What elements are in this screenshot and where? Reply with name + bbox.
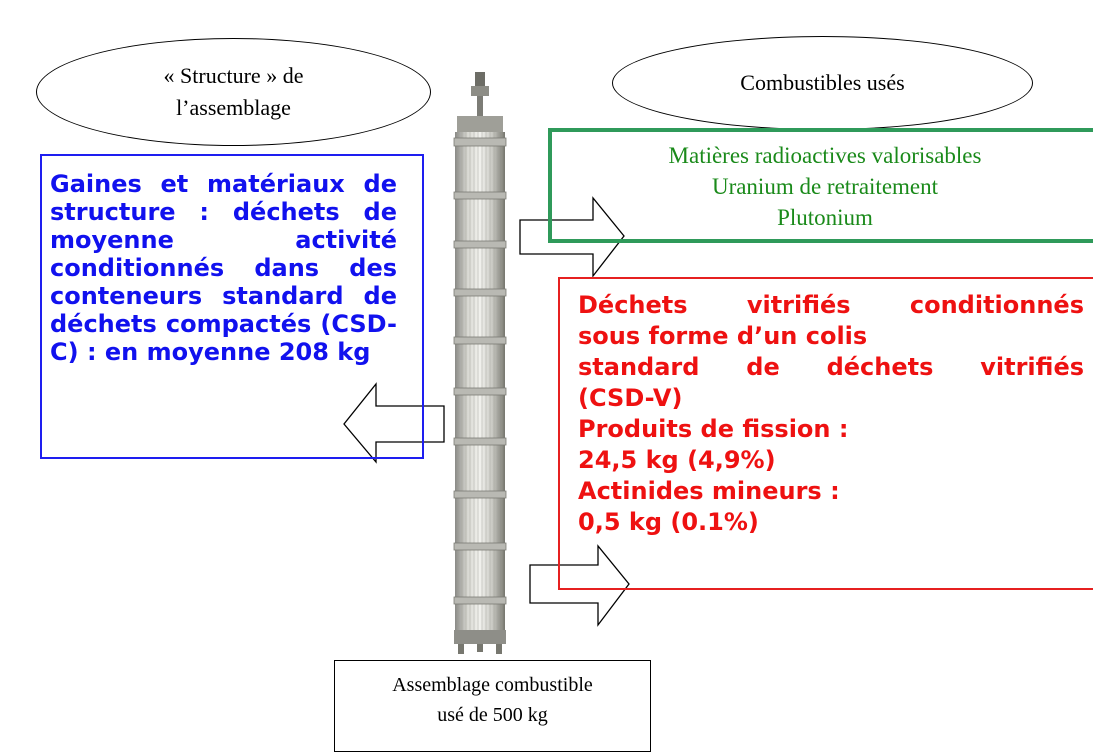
blue-box-text: Gaines et matériaux de structure : déche…: [50, 170, 397, 366]
red-line-3: standard de déchets vitrifiés: [578, 353, 1084, 381]
arrow-to-blue-icon: [343, 382, 445, 464]
red-line-8: 0,5 kg (0.1%): [578, 508, 759, 536]
red-line-1: Déchets vitrifiés conditionnés: [578, 291, 1084, 319]
red-box: [558, 277, 1093, 590]
structure-ellipse: « Structure » de l’assemblage: [36, 38, 431, 146]
combustibles-ellipse: Combustibles usés: [612, 36, 1033, 130]
assembly-label-text: Assemblage combustible usé de 500 kg: [334, 670, 651, 730]
green-line-3: Plutonium: [777, 205, 873, 230]
red-line-2: sous forme d’un colis: [578, 322, 868, 350]
structure-line-2: l’assemblage: [176, 95, 291, 120]
red-line-6: 24,5 kg (4,9%): [578, 446, 776, 474]
green-box: [548, 128, 1093, 243]
red-box-text: Déchets vitrifiés conditionnés sous form…: [578, 290, 1084, 538]
red-line-4: (CSD-V): [578, 384, 683, 412]
assembly-label-line-1: Assemblage combustible: [392, 674, 593, 696]
blue-box: [40, 154, 424, 459]
fuel-assembly-image: [453, 72, 507, 654]
red-line-7: Actinides mineurs :: [578, 477, 840, 505]
green-line-2: Uranium de retraitement: [711, 174, 939, 199]
assembly-label-line-2: usé de 500 kg: [437, 704, 548, 726]
arrow-to-green-icon: [519, 196, 625, 278]
assembly-label-box: [334, 660, 651, 752]
arrow-to-red-icon: [529, 544, 630, 627]
green-line-1: Matières radioactives valorisables: [668, 143, 982, 168]
structure-line-1: « Structure » de: [163, 63, 304, 88]
combustibles-label: Combustibles usés: [740, 70, 905, 95]
green-box-text: Matières radioactives valorisables Urani…: [560, 140, 1090, 233]
red-line-5: Produits de fission :: [578, 415, 849, 443]
